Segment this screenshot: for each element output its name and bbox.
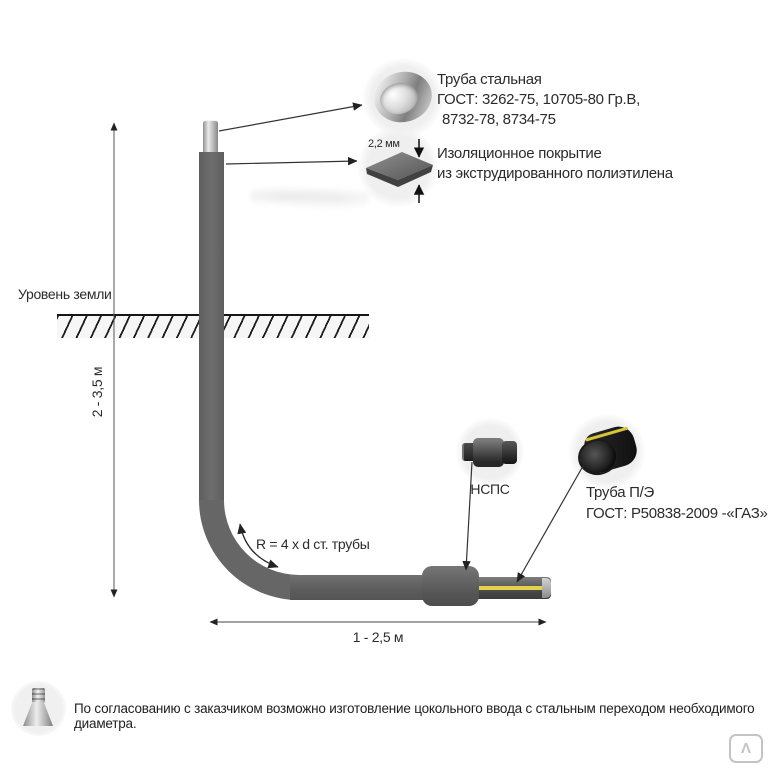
nsps-coupling-body (473, 438, 504, 467)
nsps-callout-icon (456, 418, 524, 486)
steel-pipe-gost-line2: 8732-78, 8734-75 (442, 111, 556, 128)
pe-pipe-endcap (542, 578, 551, 598)
faded-watermark (250, 184, 370, 208)
steel-pipe-callout-icon (363, 58, 443, 138)
pe-pipe-title: Труба П/Э (586, 484, 654, 501)
insulation-line2: из экструдированного полиэтилена (437, 165, 673, 182)
pe-yellow-stripe (476, 586, 542, 590)
pe-pipe-label: Труба П/Э ГОСТ: Р50838-2009 -«ГАЗ» (586, 482, 768, 524)
steel-pipe-label: Труба стальная ГОСТ: 3262-75, 10705-80 Г… (437, 70, 640, 130)
pe-pipe-segment (476, 577, 551, 599)
insulation-label: Изоляционное покрытие из экструдированно… (437, 144, 673, 184)
riser-pipe (199, 152, 224, 502)
steel-pipe-title: Труба стальная (437, 71, 542, 88)
depth-dimension-label: 2 - 3,5 м (89, 366, 105, 418)
insulation-thickness-label: 2,2 мм (368, 138, 400, 150)
length-dimension-label: 1 - 2,5 м (352, 629, 404, 645)
nsps-coupling-stub-right (502, 441, 517, 464)
pe-pipe-gost: ГОСТ: Р50838-2009 -«ГАЗ» (586, 505, 768, 522)
site-logo-glyph: Λ (740, 740, 751, 757)
site-logo: Λ (729, 734, 763, 763)
nsps-coupling-on-pipe (422, 566, 479, 606)
steel-pipe-exposed-top (203, 120, 218, 155)
insulation-line1: Изоляционное покрытие (437, 145, 602, 162)
nsps-label: НСПС (470, 481, 510, 497)
insulation-wedge-icon (366, 139, 433, 203)
reducer-cone (23, 702, 53, 726)
footer-note: По согласованию с заказчиком возможно из… (74, 701, 755, 731)
pe-pipe-callout-icon (569, 414, 645, 490)
bend-radius-label: R = 4 x d ст. трубы (256, 536, 370, 552)
steel-pipe-gost-line1: ГОСТ: 3262-75, 10705-80 Гр.В, (437, 91, 640, 108)
ground-level-label: Уровень земли (18, 286, 112, 302)
insulation-callout-icon (358, 127, 438, 207)
note-reducer-icon (11, 681, 66, 736)
reducer-top-cylinder (32, 688, 45, 703)
